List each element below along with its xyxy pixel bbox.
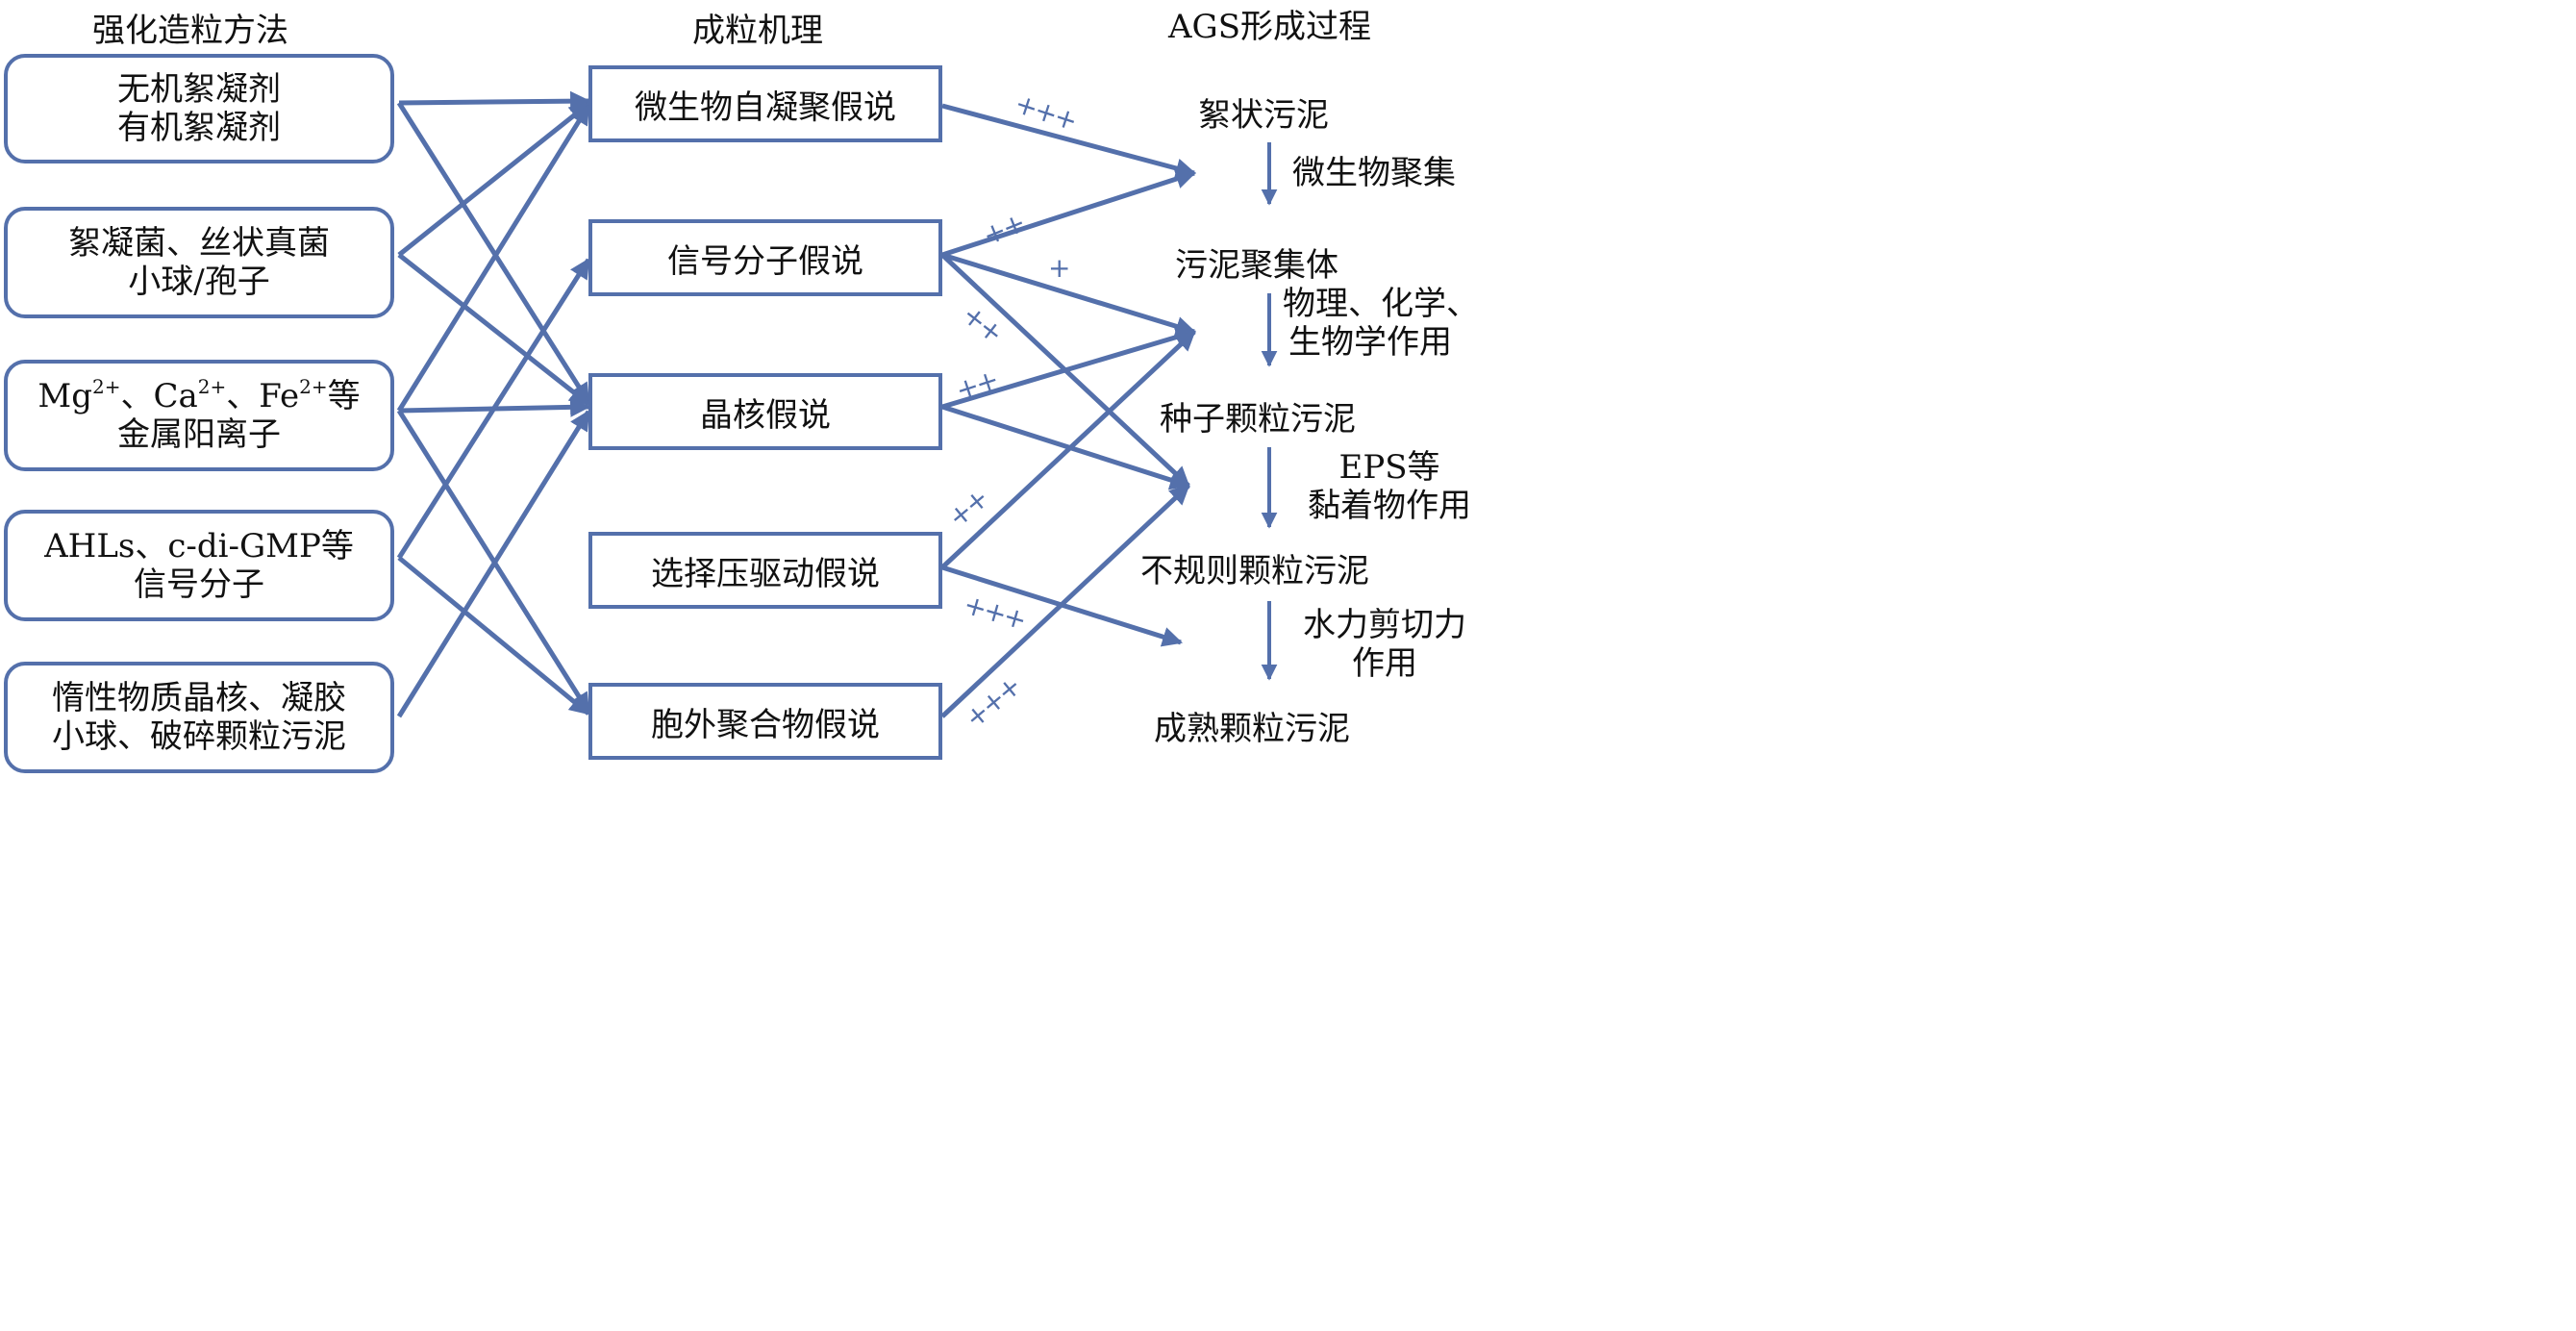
edge-m1-to-h1: [398, 90, 591, 112]
process-column-title: AGS形成过程: [1168, 8, 1372, 46]
edge-m1-to-h3: [396, 101, 591, 404]
text-segment: 等: [327, 377, 361, 415]
mechanism-box-auto-aggregation: 微生物自凝聚假说: [588, 65, 942, 142]
strength-label-h3-s2: ++: [951, 364, 1001, 407]
mechanism-label: 晶核假说: [700, 395, 831, 435]
text-segment: 金属阳离子: [117, 415, 281, 454]
mechanism-label: 信号分子假说: [667, 241, 863, 281]
superscript-charge: 2+: [197, 375, 227, 398]
stage-mature-granule: 成熟颗粒污泥: [1154, 710, 1350, 748]
mechanism-label: 选择压驱动假说: [651, 554, 880, 593]
mechanisms-column-title: 成粒机理: [692, 12, 823, 50]
method-line: Mg2+、Ca2+、Fe2+等: [38, 377, 360, 415]
method-box-flocculating-fungi: 絮凝菌、丝状真菌 小球/孢子: [4, 207, 394, 318]
strength-label-h2-s2: +: [1048, 252, 1071, 284]
edge-m3-to-h1: [396, 104, 591, 413]
transition-note: 水力剪切力 作用: [1290, 606, 1479, 683]
mechanism-box-eps: 胞外聚合物假说: [588, 683, 942, 760]
transition-note: 物理、化学、 生物学作用: [1283, 285, 1479, 362]
transition-note-line: 黏着物作用: [1308, 487, 1471, 525]
edge-m2-to-h1: [397, 102, 590, 257]
method-box-flocculants: 无机絮凝剂 有机絮凝剂: [4, 54, 394, 163]
superscript-charge: 2+: [299, 375, 328, 398]
stage-irregular-granule: 不规则颗粒污泥: [1140, 552, 1369, 590]
text-segment: 、Ca: [120, 377, 198, 415]
method-line: 小球/孢子: [128, 263, 270, 301]
method-line: 惰性物质晶核、凝胶: [52, 679, 346, 717]
edge-m3-to-h3: [398, 396, 591, 417]
text-segment: 、Fe: [226, 377, 300, 415]
method-line: AHLs、c-di-GMP等: [44, 527, 354, 565]
superscript-charge: 2+: [91, 375, 121, 398]
transition-note: 微生物聚集: [1292, 154, 1456, 192]
method-box-signal-molecules: AHLs、c-di-GMP等 信号分子: [4, 510, 394, 621]
transition-note-line: 微生物聚集: [1292, 154, 1456, 192]
method-box-metal-cations: Mg2+、Ca2+、Fe2+等 金属阳离子: [4, 360, 394, 471]
method-line: 信号分子: [134, 565, 264, 604]
strength-label-h5-s3: +++: [958, 670, 1027, 735]
method-line: 无机絮凝剂: [117, 70, 281, 109]
mechanism-box-nucleus: 晶核假说: [588, 373, 942, 450]
mechanism-box-signal-molecule: 信号分子假说: [588, 219, 942, 296]
transition-note: EPS等 黏着物作用: [1294, 448, 1485, 525]
edge-h3-to-s3: [941, 404, 1190, 490]
stage-seed-granule: 种子颗粒污泥: [1160, 400, 1356, 439]
edge-h2-to-s1: [941, 168, 1196, 258]
method-box-inert-nuclei: 惰性物质晶核、凝胶 小球、破碎颗粒污泥: [4, 662, 394, 773]
mechanism-label: 胞外聚合物假说: [651, 705, 880, 744]
transition-note-line: 水力剪切力: [1303, 606, 1466, 644]
method-line: 金属阳离子: [117, 415, 281, 454]
mechanism-label: 微生物自凝聚假说: [635, 88, 896, 127]
method-line: 絮凝菌、丝状真菌: [68, 224, 330, 263]
strength-label-h1-s1: +++: [1011, 87, 1080, 138]
edge-m4-to-h2: [396, 258, 591, 560]
edge-m5-to-h3: [396, 410, 591, 718]
edge-m4-to-h5: [397, 556, 590, 716]
edge-m2-to-h3: [397, 253, 590, 406]
stage-floc-sludge: 絮状污泥: [1198, 96, 1329, 135]
method-line: 小球、破碎颗粒污泥: [52, 717, 346, 756]
transition-note-line: 生物学作用: [1288, 323, 1452, 362]
transition-note-line: 作用: [1352, 644, 1417, 683]
transition-note-line: 物理、化学、: [1283, 285, 1479, 323]
strength-label-h2-s3: ++: [956, 298, 1009, 349]
text-segment: Mg: [38, 377, 92, 415]
strength-label-h2-s1: ++: [978, 207, 1029, 252]
transition-note-line: EPS等: [1338, 448, 1440, 487]
stage-sludge-aggregate: 污泥聚集体: [1175, 246, 1338, 285]
strength-label-h4-s2: ++: [941, 483, 994, 534]
mechanism-box-selection-pressure: 选择压驱动假说: [588, 532, 942, 609]
edge-m3-to-h5: [396, 409, 591, 714]
methods-column-title: 强化造粒方法: [92, 12, 288, 50]
strength-label-h4-s4: +++: [960, 588, 1029, 637]
method-line: 有机絮凝剂: [117, 109, 281, 147]
